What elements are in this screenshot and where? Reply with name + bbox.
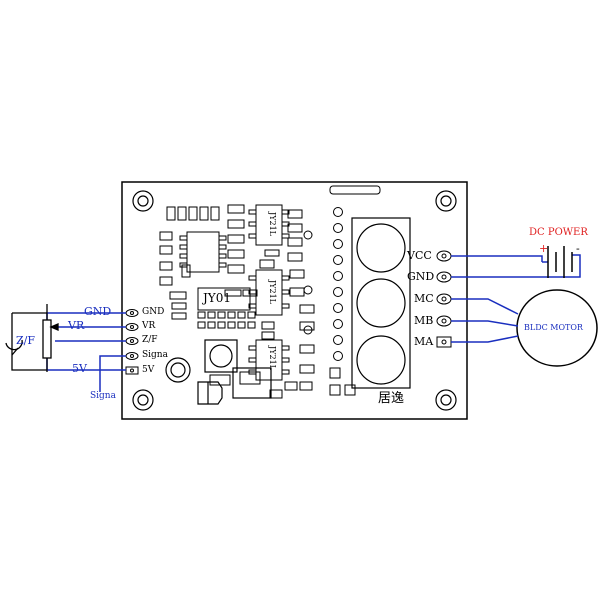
wire-label-signal: Signa [90,391,116,401]
pin-label-signal: Signa [142,350,168,360]
wire-label-vr: VR [68,319,85,332]
capacitor-block [351,217,411,389]
pcb-board [121,181,468,420]
wire-label-5v: 5V [72,362,87,375]
battery-icon [547,246,573,278]
pin-label-mb: MB [414,314,434,327]
passive-components [159,204,356,399]
pin-label-vr: VR [142,321,156,331]
pin-label-5v: 5V [142,365,155,375]
ic-left [179,231,227,273]
motor-wires [451,298,519,343]
vias [303,207,343,361]
mounting-holes [132,190,457,411]
wire-label-zf: Z/F [16,334,35,347]
mounting-hole [132,389,154,411]
capacitor [356,223,406,273]
mounting-hole [132,190,154,212]
motor-label: BLDC MOTOR [524,323,583,332]
bldc-motor-icon [516,289,598,367]
brand-mark: 居逸 [378,391,405,406]
mounting-hole [435,389,457,411]
driver-ics [248,204,290,381]
pin-label-vcc: VCC [407,249,432,262]
pin-label-zf: Z/F [142,335,158,345]
mounting-hole [435,190,457,212]
pin-label-mc: MC [414,292,434,305]
power-wires [451,254,581,278]
resistor-row [166,206,220,221]
jy01-chip [197,287,256,329]
capacitor [356,335,406,385]
capacitor [356,278,406,328]
ic-label: JY21L [268,212,277,236]
battery-plus: + [539,242,549,255]
left-header [125,309,139,375]
dc-power-label: DC POWER [529,227,588,238]
battery-minus: - [576,242,580,255]
chip-label: JY01 [203,291,232,305]
ic-label: JY21L [268,346,277,370]
control-wires [46,312,126,392]
top-slot [329,185,381,195]
ic-label: JY21L [268,280,277,304]
right-header [436,250,452,348]
pin-label-ma: MA [414,335,434,348]
board-pot [165,339,272,405]
pin-gnd [125,309,139,317]
wire-label-gnd: GND [84,305,112,318]
pin-label-gnd-power: GND [407,270,435,283]
pin-label-gnd: GND [142,307,165,317]
potentiometer-icon [5,304,59,372]
